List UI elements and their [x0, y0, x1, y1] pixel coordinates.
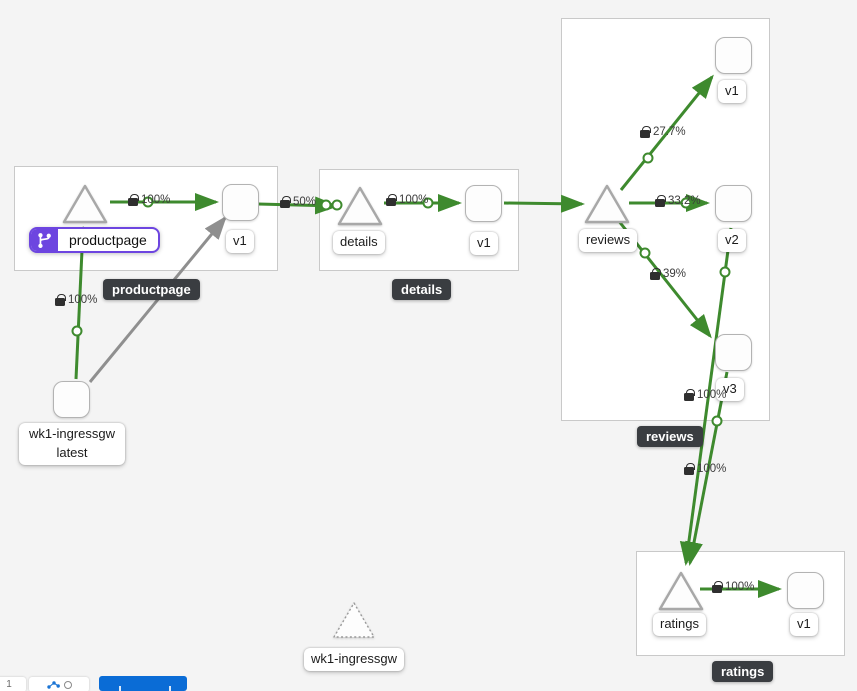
node-label-reviews: reviews — [579, 229, 638, 252]
edge-label: 27.7% — [640, 125, 686, 138]
node-label-productpage-v1: v1 — [226, 230, 254, 253]
primary-action-button[interactable] — [99, 676, 187, 691]
group-label-ratings: ratings — [712, 661, 774, 682]
node-ingress-workload[interactable] — [53, 381, 90, 418]
app-versions-icon — [31, 229, 58, 251]
node-label-details: details — [333, 231, 385, 254]
lock-icon — [650, 267, 661, 280]
node-label-ingress: wk1-ingressgw latest — [19, 423, 125, 465]
node-idle-service[interactable] — [331, 600, 377, 640]
lock-icon — [684, 462, 695, 475]
lock-icon — [386, 193, 397, 206]
node-ratings-v1[interactable] — [787, 572, 824, 609]
selected-node-label: productpage — [69, 232, 147, 248]
magnifier-icon — [63, 680, 72, 689]
node-label-reviews-v1: v1 — [718, 80, 746, 103]
edge-label: 39% — [650, 267, 686, 280]
node-details-v1[interactable] — [465, 185, 502, 222]
ingress-version: latest — [56, 444, 88, 460]
graph-layout-button[interactable] — [29, 677, 89, 691]
group-label-reviews: reviews — [637, 426, 703, 447]
lock-icon — [55, 293, 66, 306]
edge-label: 100% — [386, 193, 428, 206]
lock-icon — [280, 195, 291, 208]
edge-label: 100% — [712, 580, 754, 593]
ingress-name: wk1-ingressgw — [29, 426, 115, 441]
node-reviews-service[interactable] — [582, 182, 632, 226]
node-reviews-v1[interactable] — [715, 37, 752, 74]
node-label-idle-service: wk1-ingressgw — [304, 648, 404, 671]
node-details-service[interactable] — [335, 184, 385, 228]
zoom-level-text: 1 — [6, 679, 12, 690]
zoom-level-chip[interactable]: 1 — [0, 677, 26, 691]
edge-label: 100% — [684, 462, 726, 475]
node-reviews-v3[interactable] — [715, 334, 752, 371]
selected-node-badge[interactable]: productpage — [29, 227, 160, 253]
button-glyph — [169, 686, 171, 691]
node-reviews-v2[interactable] — [715, 185, 752, 222]
edge-label: 100% — [128, 193, 170, 206]
lock-icon — [684, 388, 695, 401]
edge-label: 100% — [55, 293, 97, 306]
group-label-details: details — [392, 279, 452, 300]
node-productpage-service[interactable] — [60, 182, 110, 226]
node-productpage-v1[interactable] — [222, 184, 259, 221]
node-ratings-service[interactable] — [656, 569, 706, 613]
node-label-reviews-v2: v2 — [718, 229, 746, 252]
lock-icon — [655, 194, 666, 207]
button-glyph — [119, 686, 121, 691]
lock-icon — [128, 193, 139, 206]
node-label-details-v1: v1 — [470, 232, 498, 255]
edge-label: 50% — [280, 195, 316, 208]
lock-icon — [712, 580, 723, 593]
node-label-ratings: ratings — [653, 613, 707, 636]
lock-icon — [640, 125, 651, 138]
edge-label: 33.2% — [655, 194, 701, 207]
edge-label: 100% — [684, 388, 726, 401]
group-label-productpage: productpage — [103, 279, 200, 300]
node-label-ratings-v1: v1 — [790, 613, 818, 636]
graph-icon — [46, 680, 60, 689]
